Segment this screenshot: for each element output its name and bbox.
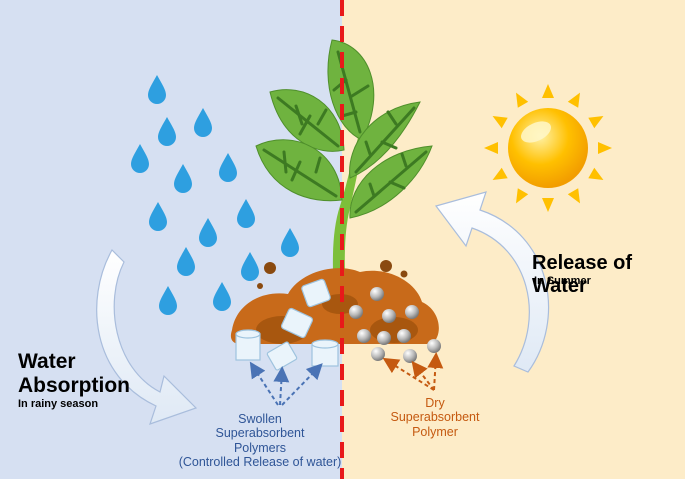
water-absorption-title: Water Absorption <box>18 350 130 398</box>
sun-icon <box>484 84 612 212</box>
dry-label-line1: Dry <box>425 396 445 410</box>
curved-arrow-icon-left <box>96 249 198 425</box>
dry-polymer-icon <box>349 287 441 363</box>
water-absorption-title-line1: Water <box>18 350 76 373</box>
swollen-polymer-label: Swollen Superabsorbent Polymers (Control… <box>150 412 370 470</box>
release-of-water-title: Release of Water <box>532 252 633 297</box>
curved-arrow-icon-right <box>434 191 550 373</box>
rainy-season-subtitle: In rainy season <box>18 398 99 410</box>
dry-label-line2: Superabsorbent <box>390 410 480 425</box>
summer-subtitle: In Summer <box>534 275 591 287</box>
swollen-label-line4: (Controlled Release of water) <box>178 455 342 470</box>
dry-pointer-arrows <box>382 352 444 391</box>
swollen-pointer-arrows <box>249 361 323 406</box>
water-absorption-title-line2: Absorption <box>18 374 130 398</box>
swollen-label-line3: Polymers <box>233 440 287 455</box>
dry-label-line3: Polymer <box>412 424 458 439</box>
swollen-label-line1: Swollen <box>238 412 282 426</box>
dry-polymer-label: Dry Superabsorbent Polymer <box>340 396 530 439</box>
swollen-polymer-icon <box>235 278 339 371</box>
swollen-label-line2: Superabsorbent <box>215 426 305 441</box>
plant-icon <box>255 39 433 296</box>
